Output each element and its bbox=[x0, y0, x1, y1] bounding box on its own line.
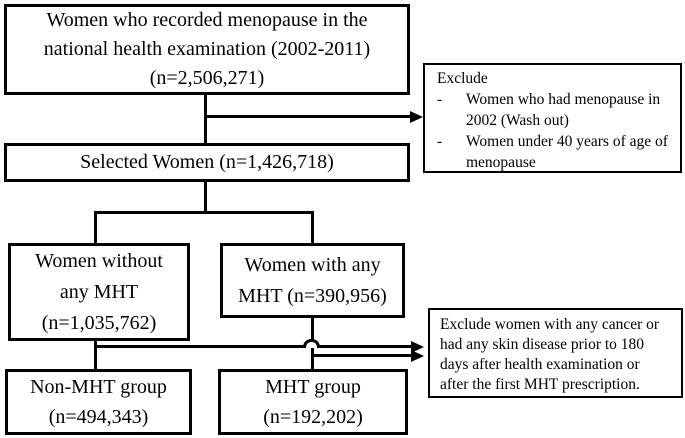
exclude-cancer-line4: after the first MHT prescription. bbox=[440, 376, 640, 393]
arrow-line-mht-to-exclude-cancer bbox=[312, 354, 411, 357]
women-without-mht-box: Women without any MHT (n=1,035,762) bbox=[8, 243, 190, 341]
women-without-mht-line1: Women without bbox=[35, 249, 163, 272]
bullet-dash: - bbox=[437, 91, 443, 108]
selected-women-label: Selected Women (n=1,426,718) bbox=[80, 151, 334, 173]
exclude-cancer-line2: had any skin disease prior to 180 bbox=[440, 336, 645, 353]
branch-left-drop-line bbox=[94, 211, 97, 243]
connector-selected-to-branch bbox=[204, 182, 207, 214]
connector-top-to-selected bbox=[204, 95, 207, 143]
arrow-line-exclude-cancer-left-segment bbox=[95, 345, 303, 348]
branch-right-drop-line bbox=[311, 211, 314, 243]
women-with-mht-line1: Women with any bbox=[244, 253, 381, 276]
exclude-washout-bullet-1: - Women who had menopause in 2002 (Wash … bbox=[437, 89, 676, 131]
exclude-washout-bullet-2: - Women under 40 years of age of menopau… bbox=[437, 131, 676, 173]
top-population-count: (n=2,506,271) bbox=[149, 67, 265, 89]
mht-group-count: (n=192,202) bbox=[263, 406, 363, 428]
women-without-mht-count: (n=1,035,762) bbox=[41, 311, 157, 334]
top-population-line1: Women who recorded menopause in the bbox=[46, 9, 368, 31]
non-mht-group-box: Non-MHT group (n=494,343) bbox=[5, 369, 192, 435]
women-with-mht-count: MHT (n=390,956) bbox=[238, 284, 387, 307]
exclude-washout-title: Exclude bbox=[437, 70, 488, 87]
exclude-cancer-box: Exclude women with any cancer or had any… bbox=[428, 308, 683, 398]
line-hop-arc bbox=[303, 339, 320, 348]
exclude-washout-bullet-1-line2: 2002 (Wash out) bbox=[466, 112, 569, 129]
arrow-line-to-exclude-washout bbox=[205, 115, 410, 118]
exclude-cancer-line1: Exclude women with any cancer or bbox=[440, 316, 660, 333]
exclude-washout-box: Exclude - Women who had menopause in 200… bbox=[423, 63, 682, 173]
mht-group-label: MHT group bbox=[265, 376, 361, 398]
arrowhead-exclude-washout-icon bbox=[410, 110, 423, 123]
mht-group-box: MHT group (n=192,202) bbox=[218, 369, 408, 435]
exclude-washout-bullet-1-line1: Women who had menopause in bbox=[466, 91, 661, 108]
non-mht-group-count: (n=494,343) bbox=[48, 406, 149, 428]
top-population-line2: national health examination (2002-2011) bbox=[43, 38, 371, 60]
women-without-mht-line2: any MHT bbox=[59, 280, 139, 303]
exclude-washout-bullet-2-line2: menopause bbox=[466, 154, 536, 171]
exclude-cancer-line3: days after health examination or bbox=[440, 356, 640, 373]
arrowhead-exclude-cancer-lower-icon bbox=[411, 349, 424, 362]
selected-women-box: Selected Women (n=1,426,718) bbox=[4, 143, 410, 182]
bullet-dash: - bbox=[437, 133, 443, 150]
women-with-mht-box: Women with any MHT (n=390,956) bbox=[220, 243, 405, 318]
non-mht-group-label: Non-MHT group bbox=[30, 376, 167, 398]
arrow-line-exclude-cancer-right-segment bbox=[319, 345, 411, 348]
branch-horizontal-line bbox=[94, 211, 314, 214]
exclude-washout-bullet-2-line1: Women under 40 years of age of bbox=[466, 133, 668, 150]
top-population-box: Women who recorded menopause in the nati… bbox=[4, 4, 410, 95]
connector-no-mht-to-group bbox=[94, 341, 97, 369]
